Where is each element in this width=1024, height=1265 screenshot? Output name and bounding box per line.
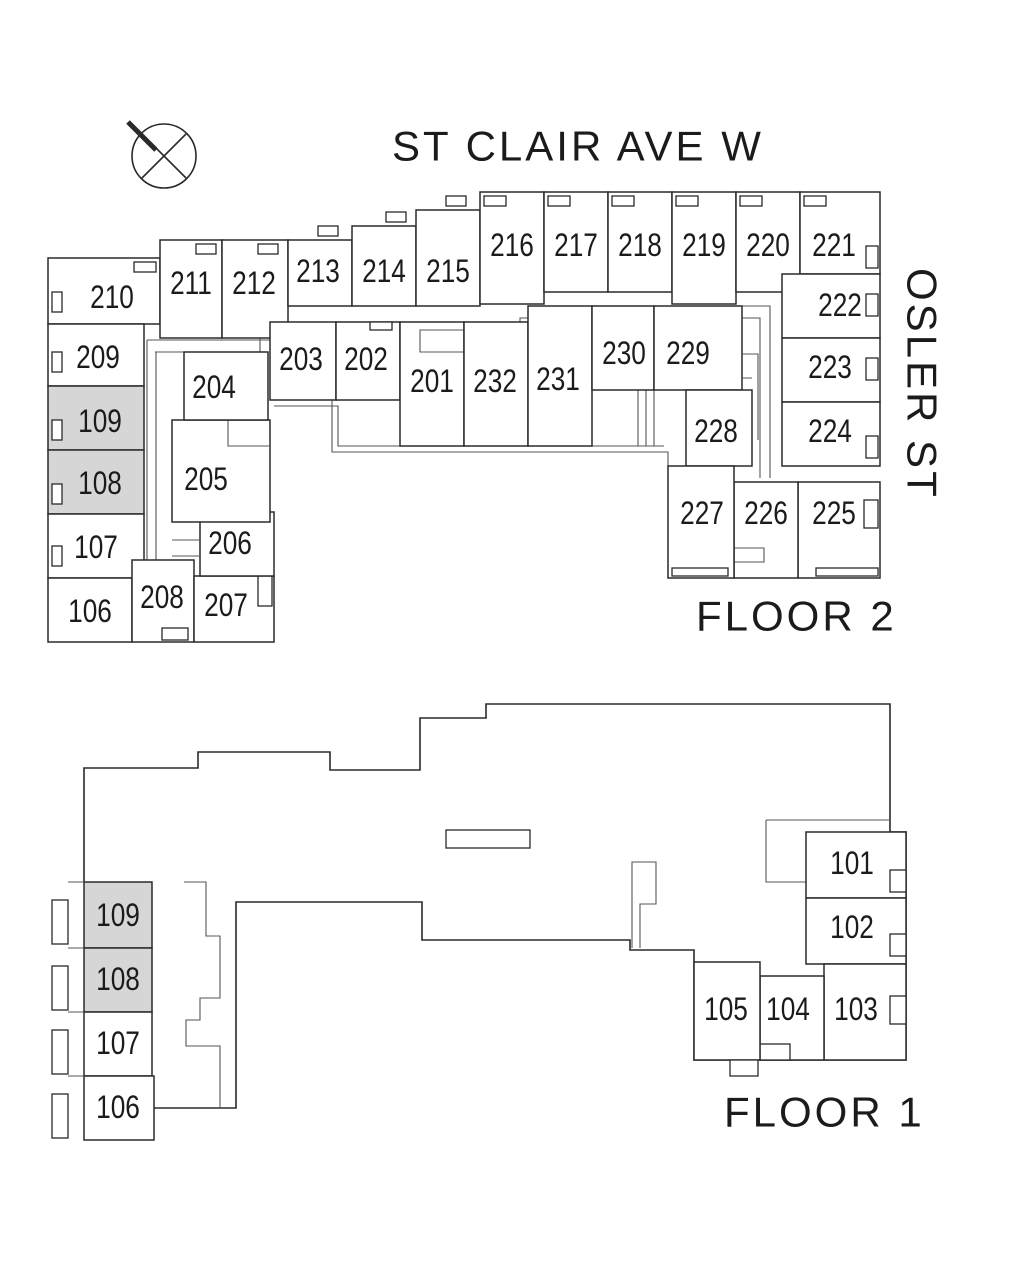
unit-232[interactable]	[463, 321, 529, 447]
label-f1-109: 109	[96, 899, 140, 934]
unit-231[interactable]	[527, 305, 593, 447]
unit-225[interactable]	[797, 481, 881, 579]
label-232: 232	[473, 365, 517, 400]
label-204: 204	[192, 371, 236, 406]
unit-f1-107[interactable]	[83, 1011, 153, 1077]
label-205: 205	[184, 463, 228, 498]
label-224: 224	[808, 415, 852, 450]
label-201: 201	[410, 365, 454, 400]
unit-213[interactable]	[287, 239, 353, 307]
label-223: 223	[808, 351, 852, 386]
unit-211[interactable]	[159, 239, 223, 339]
unit-102[interactable]	[805, 897, 907, 965]
label-209: 209	[76, 341, 120, 376]
label-229: 229	[666, 337, 710, 372]
unit-203[interactable]	[269, 321, 337, 401]
floor-1-unit-labels: 109 108 107 106 101 102 103 104 105	[96, 847, 878, 1126]
label-215: 215	[426, 255, 470, 290]
north-arrow-compass-icon	[126, 120, 197, 189]
label-227: 227	[680, 497, 724, 532]
unit-f1-109[interactable]	[83, 881, 153, 949]
street-name-east: OSLER ST	[899, 268, 946, 500]
label-f2-107: 107	[74, 531, 118, 566]
label-218: 218	[618, 229, 662, 264]
label-103: 103	[834, 993, 878, 1028]
unit-204[interactable]	[183, 351, 269, 421]
floor-2-plan: 210 211 212 213 214 215 216 217 218 219 …	[47, 191, 897, 643]
label-104: 104	[766, 993, 810, 1028]
label-105: 105	[704, 993, 748, 1028]
unit-229[interactable]	[653, 305, 743, 391]
unit-f1-106[interactable]	[83, 1075, 155, 1141]
unit-224[interactable]	[781, 401, 881, 467]
label-f1-106: 106	[96, 1091, 140, 1126]
unit-f2-106[interactable]	[47, 577, 133, 643]
label-226: 226	[744, 497, 788, 532]
label-220: 220	[746, 229, 790, 264]
unit-f2-108[interactable]	[47, 449, 145, 515]
label-212: 212	[232, 267, 276, 302]
label-f2-109: 109	[78, 405, 122, 440]
unit-f2-107[interactable]	[47, 513, 145, 579]
label-230: 230	[602, 337, 646, 372]
unit-217[interactable]	[543, 191, 609, 293]
label-222: 222	[818, 289, 862, 324]
label-202: 202	[344, 343, 388, 378]
label-221: 221	[812, 229, 856, 264]
label-208: 208	[140, 581, 184, 616]
unit-215[interactable]	[415, 209, 481, 307]
label-231: 231	[536, 363, 580, 398]
label-228: 228	[694, 415, 738, 450]
label-216: 216	[490, 229, 534, 264]
label-f1-108: 108	[96, 963, 140, 998]
label-213: 213	[296, 255, 340, 290]
label-210: 210	[90, 281, 134, 316]
unit-216[interactable]	[479, 191, 545, 305]
street-name-north: ST CLAIR AVE W	[392, 123, 764, 170]
floor-2-unit-labels: 210 211 212 213 214 215 216 217 218 219 …	[68, 229, 862, 630]
unit-201[interactable]	[399, 321, 465, 447]
label-102: 102	[830, 911, 874, 946]
label-211: 211	[170, 267, 212, 302]
unit-223[interactable]	[781, 337, 881, 403]
label-219: 219	[682, 229, 726, 264]
unit-222[interactable]	[781, 273, 881, 339]
unit-105[interactable]	[693, 961, 761, 1061]
label-206: 206	[208, 527, 252, 562]
floor-2-title: FLOOR 2	[696, 593, 897, 640]
unit-f2-109[interactable]	[47, 385, 145, 451]
unit-205[interactable]	[171, 419, 271, 523]
label-101: 101	[830, 847, 874, 882]
label-203: 203	[279, 343, 323, 378]
label-f1-107: 107	[96, 1027, 140, 1062]
label-214: 214	[362, 255, 406, 290]
label-225: 225	[812, 497, 856, 532]
label-f2-108: 108	[78, 467, 122, 502]
unit-227[interactable]	[667, 465, 735, 579]
floor-1-plan: 109 108 107 106 101 102 103 104 105 FLOO…	[51, 703, 925, 1141]
unit-218[interactable]	[607, 191, 673, 293]
label-207: 207	[204, 589, 248, 624]
label-f2-106: 106	[68, 595, 112, 630]
unit-214[interactable]	[351, 225, 417, 307]
label-217: 217	[554, 229, 598, 264]
floor-1-title: FLOOR 1	[724, 1089, 925, 1136]
